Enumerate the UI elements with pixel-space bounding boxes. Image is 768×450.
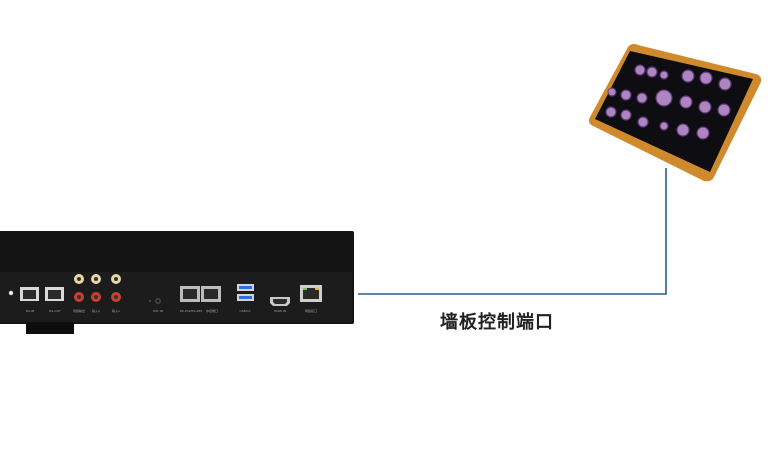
rca-jack-icon bbox=[91, 274, 101, 302]
wall-panel-screen bbox=[595, 51, 753, 172]
rca-jack-icon bbox=[74, 274, 84, 302]
connection-line bbox=[358, 168, 667, 295]
port-label: RS-OUT bbox=[49, 309, 61, 313]
port-label: MIC IN bbox=[153, 309, 163, 313]
panel-button-icon bbox=[676, 123, 690, 137]
usb-port-icon bbox=[237, 284, 254, 301]
panel-button-icon bbox=[646, 66, 658, 78]
power-led-icon bbox=[8, 290, 14, 296]
hdmi-port-icon bbox=[270, 297, 290, 306]
panel-button-icon bbox=[605, 106, 617, 118]
port-label: 中控端口 bbox=[206, 308, 218, 313]
panel-button-icon bbox=[620, 89, 632, 101]
port-label: RS-232/RS-485 bbox=[180, 309, 203, 313]
panel-button-icon bbox=[717, 103, 731, 117]
panel-button-icon bbox=[655, 89, 673, 107]
host-device-foot bbox=[26, 322, 74, 334]
wall-control-panel bbox=[589, 43, 762, 182]
wall-panel-buttons bbox=[605, 64, 732, 140]
audio-jack-icon bbox=[149, 298, 161, 304]
port-label: 音频输出 bbox=[73, 308, 85, 313]
rj45-port-icon bbox=[20, 287, 39, 301]
panel-button-icon bbox=[636, 92, 648, 104]
rj45-port-icon bbox=[201, 286, 221, 302]
panel-button-icon bbox=[696, 126, 710, 140]
port-label: 输入1 bbox=[112, 308, 120, 313]
rca-jack-icon bbox=[111, 274, 121, 302]
port-labels: RS-IN RS-OUT 音频输出 输入2 输入1 MIC IN RS-232/RS-485… bbox=[26, 308, 317, 313]
panel-button-icon bbox=[620, 109, 632, 121]
panel-button-icon bbox=[659, 121, 669, 131]
panel-button-icon bbox=[699, 71, 713, 85]
panel-button-icon bbox=[681, 69, 695, 83]
panel-button-icon bbox=[718, 77, 732, 91]
panel-button-icon bbox=[679, 95, 693, 109]
panel-button-icon bbox=[607, 87, 617, 97]
rj45-port-icon bbox=[45, 287, 64, 301]
rj45-port-icon bbox=[180, 286, 200, 302]
panel-button-icon bbox=[659, 70, 669, 80]
panel-button-icon bbox=[637, 116, 649, 128]
port-label: HDMI IN bbox=[274, 309, 286, 313]
panel-button-icon bbox=[634, 64, 646, 76]
port-label: 输入2 bbox=[92, 308, 100, 313]
port-label: USB3.0 bbox=[240, 309, 251, 313]
port-label: RS-IN bbox=[26, 309, 34, 313]
connection-label: 墙板控制端口 bbox=[440, 312, 554, 333]
host-device: RS-IN RS-OUT 音频输出 输入2 输入1 MIC IN RS-232/RS-485… bbox=[0, 231, 354, 334]
ethernet-port-icon bbox=[300, 285, 322, 302]
port-label: 网络接口 bbox=[305, 308, 317, 313]
panel-button-icon bbox=[698, 100, 712, 114]
